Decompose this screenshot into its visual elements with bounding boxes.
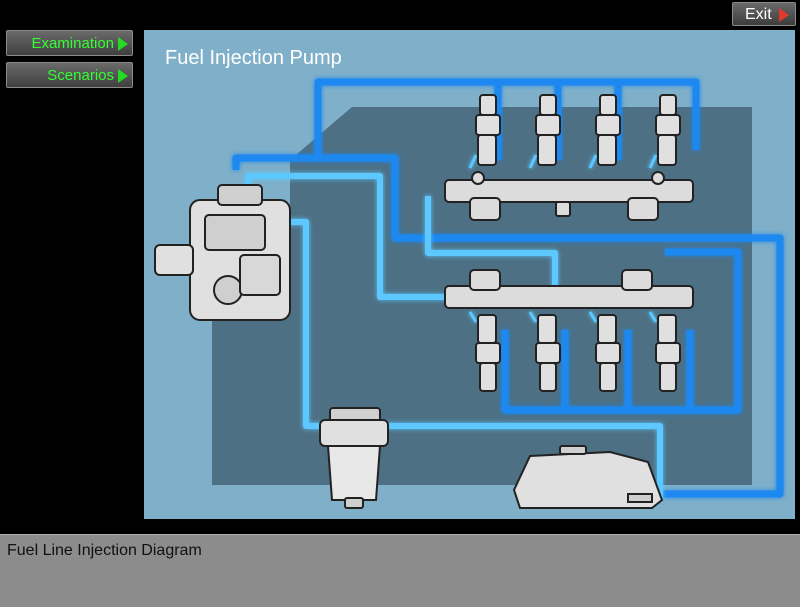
scenarios-label: Scenarios [47, 67, 114, 84]
play-arrow-icon [118, 69, 128, 83]
fuel-filter [319, 407, 389, 509]
examination-label: Examination [31, 35, 114, 52]
top-injectors [475, 94, 681, 166]
supply-lines [245, 173, 663, 500]
play-arrow-icon [118, 37, 128, 51]
top-fuel-rail [444, 171, 694, 221]
fuel-injection-pump [154, 184, 291, 321]
diagram-title: Fuel Injection Pump [165, 47, 342, 69]
exit-label: Exit [745, 6, 772, 23]
fuel-diagram-canvas [154, 78, 784, 509]
play-arrow-icon [779, 8, 789, 22]
fuel-tank [512, 445, 664, 509]
bottom-fuel-rail [444, 269, 694, 309]
nozzle-lines [468, 154, 658, 323]
scenarios-button[interactable]: Scenarios [6, 62, 133, 88]
caption-bar: Fuel Line Injection Diagram [0, 534, 800, 607]
bottom-injectors [475, 314, 681, 392]
caption-text: Fuel Line Injection Diagram [7, 542, 202, 559]
examination-button[interactable]: Examination [6, 30, 133, 56]
exit-button[interactable]: Exit [732, 2, 796, 26]
fuel-diagram: Fuel Injection Pump [144, 30, 795, 519]
